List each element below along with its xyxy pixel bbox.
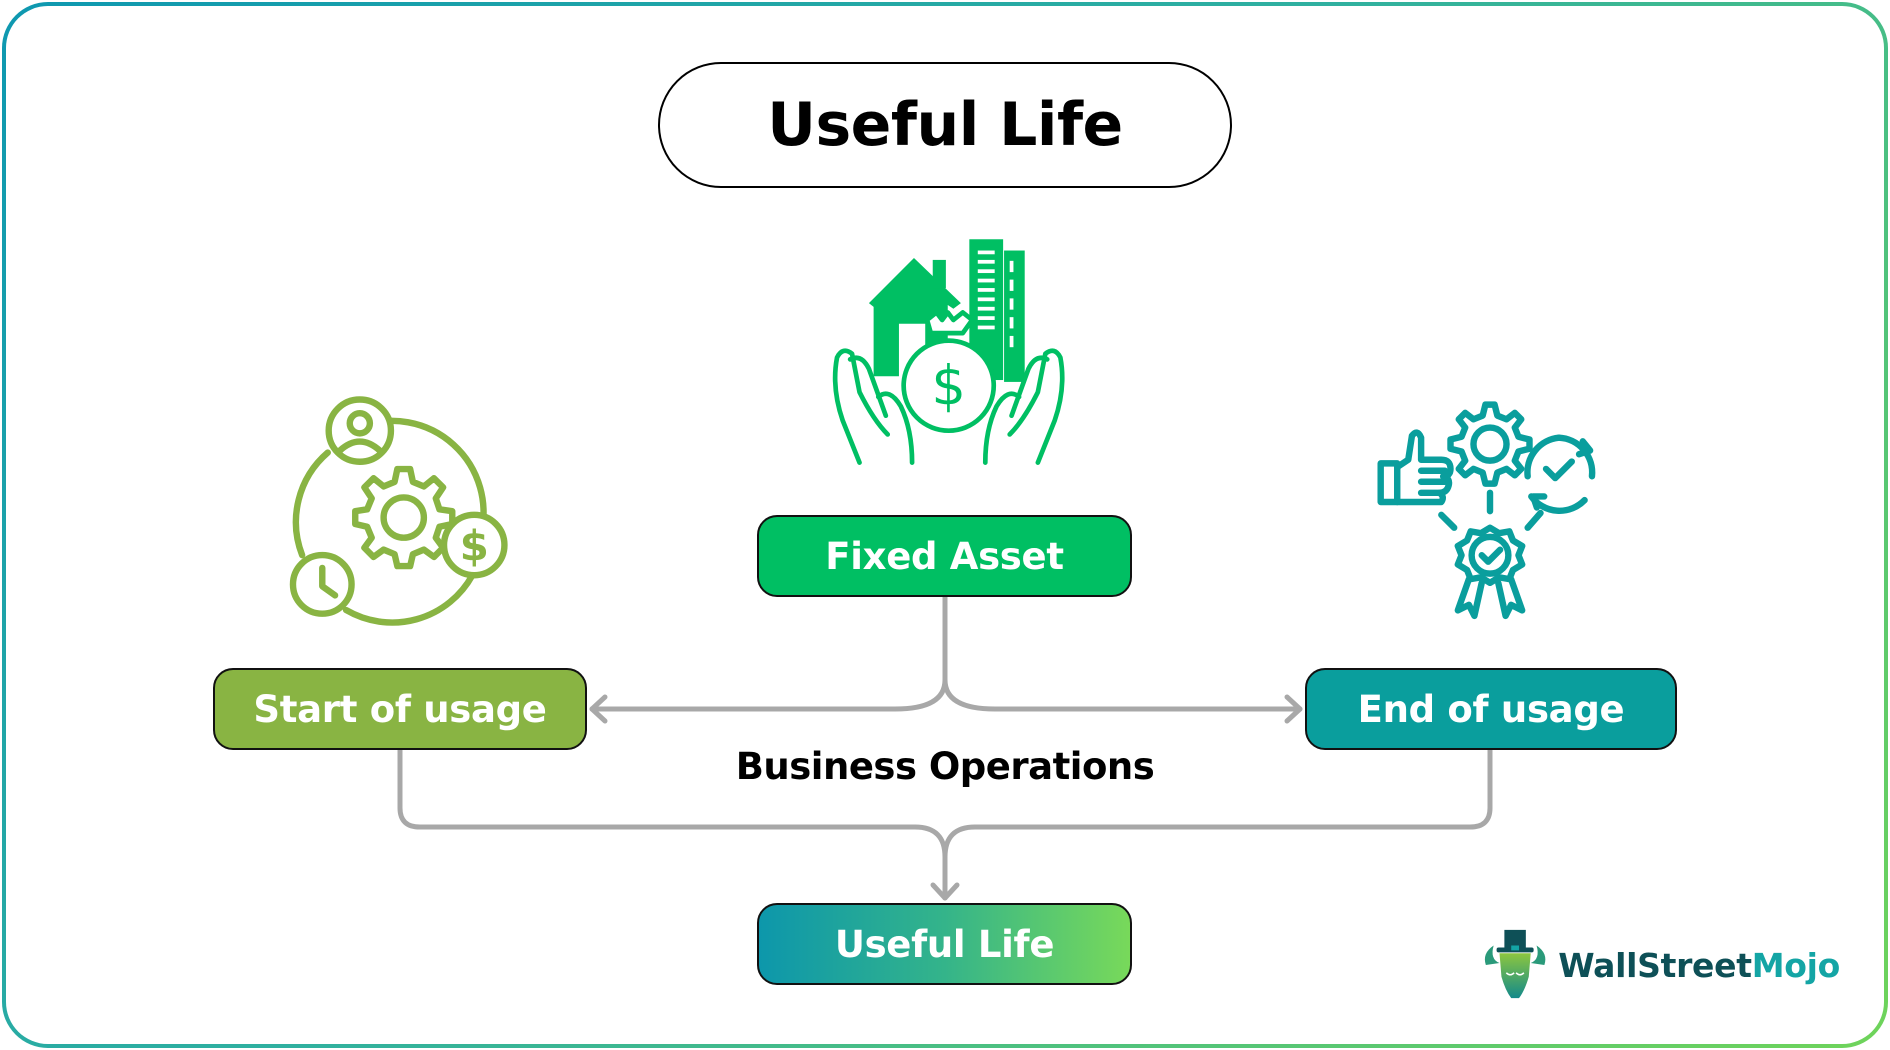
useful-life-label: Useful Life — [834, 922, 1055, 966]
svg-text:$: $ — [460, 522, 489, 571]
property-money-in-hands-icon: $ — [832, 239, 1065, 465]
start-of-usage-label: Start of usage — [253, 687, 547, 731]
page-title: Useful Life — [767, 90, 1123, 160]
wallstreetmojo-logo: WallStreetMojo — [1480, 925, 1840, 1005]
bull-mascot-icon — [1484, 929, 1546, 999]
useful-life-node: Useful Life — [757, 903, 1132, 985]
svg-text:$: $ — [931, 353, 966, 417]
logo-wordmark: WallStreetMojo — [1558, 945, 1840, 985]
end-of-usage-node: End of usage — [1305, 668, 1677, 750]
business-operations-label: Business Operations — [735, 745, 1155, 788]
start-of-usage-node: Start of usage — [213, 668, 587, 750]
fixed-asset-node: Fixed Asset — [757, 515, 1132, 597]
approval-badge-gear-thumbs-up-icon — [1377, 401, 1596, 620]
title-pill: Useful Life — [658, 62, 1232, 188]
gear-cycle-user-time-money-icon: $ — [289, 396, 508, 626]
end-of-usage-label: End of usage — [1357, 687, 1625, 731]
fixed-asset-label: Fixed Asset — [825, 534, 1064, 578]
